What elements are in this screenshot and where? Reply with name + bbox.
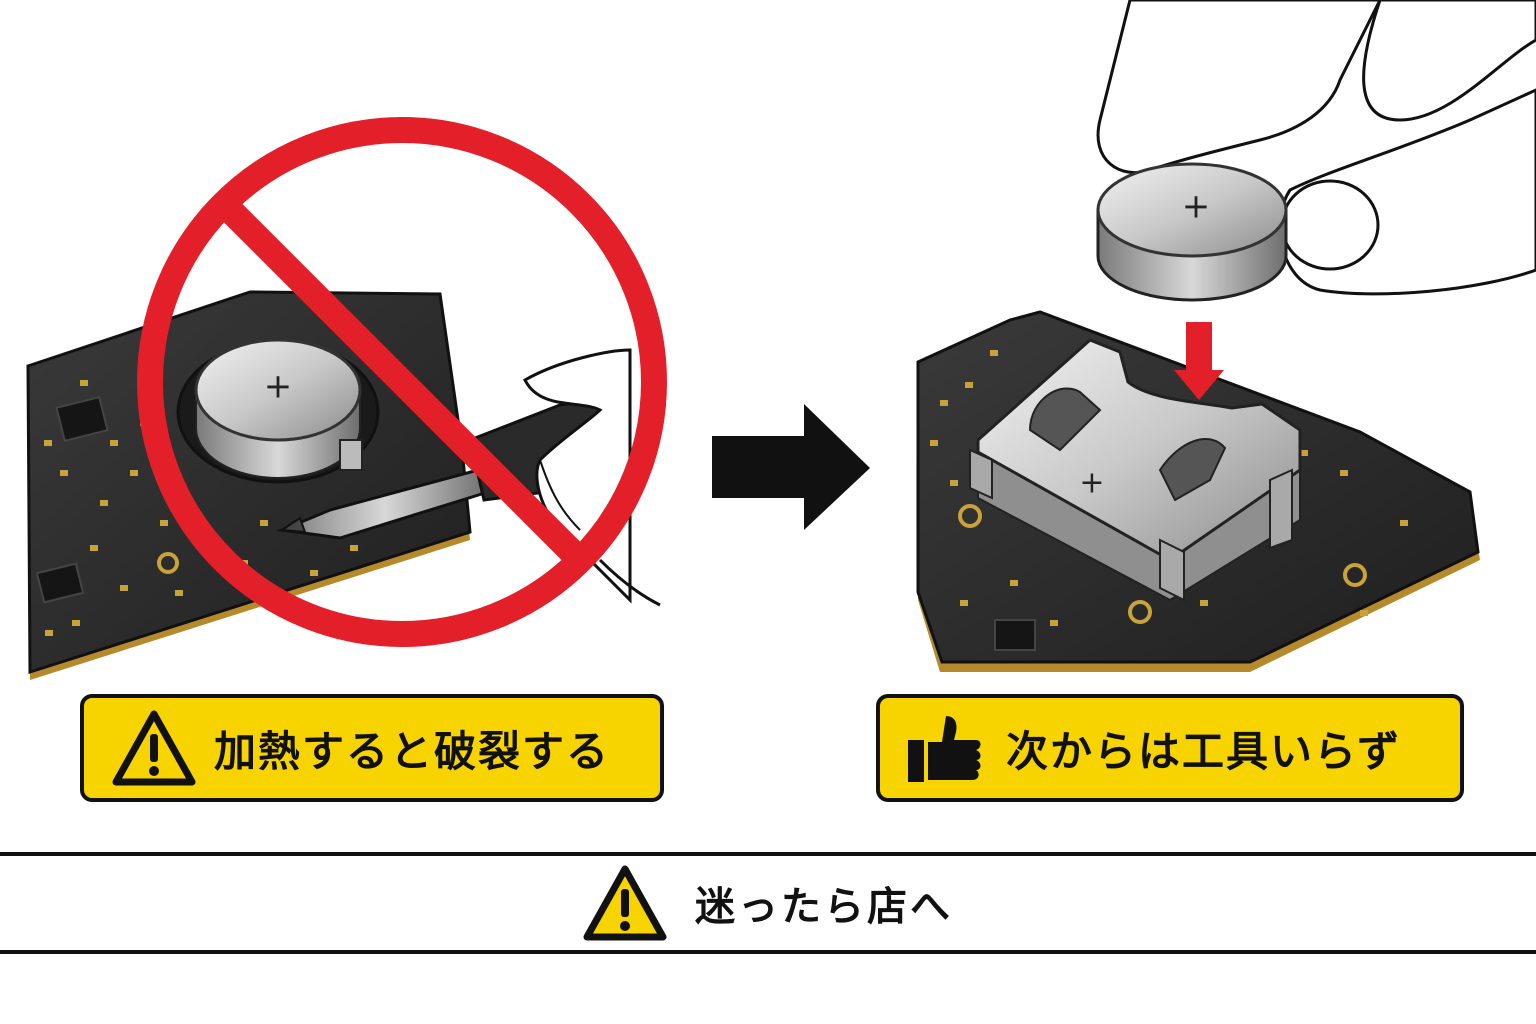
footer-warning-triangle-icon — [583, 865, 667, 941]
warning-label-left: 加熱すると破裂する — [80, 694, 664, 802]
right-hand — [1096, 0, 1536, 296]
footer-banner: 迷ったら店へ — [0, 856, 1536, 950]
footer-rule-top — [0, 852, 1536, 856]
thumbs-up-icon — [908, 716, 981, 782]
right-coin-battery: + — [1096, 162, 1288, 302]
insert-down-arrow-icon — [1174, 322, 1224, 400]
right-label-text: 次からは工具いらず — [1006, 726, 1402, 776]
left-coin-battery: + — [176, 338, 380, 484]
left-label-text: 加熱すると破裂する — [214, 726, 611, 776]
left-battery-plus: + — [264, 367, 293, 407]
left-panel: + — [26, 117, 667, 680]
right-panel: + + — [916, 0, 1536, 672]
tip-label-right: 次からは工具いらず — [876, 694, 1464, 802]
right-arrow-icon — [712, 404, 870, 530]
battery-holder: + — [969, 338, 1302, 602]
footer-rule-bottom — [0, 950, 1536, 954]
prohibition-icon — [137, 117, 667, 647]
warning-triangle-icon — [112, 710, 196, 786]
footer-text: 迷ったら店へ — [695, 884, 953, 930]
right-battery-plus: + — [1182, 187, 1211, 227]
holder-plus: + — [1079, 466, 1104, 501]
